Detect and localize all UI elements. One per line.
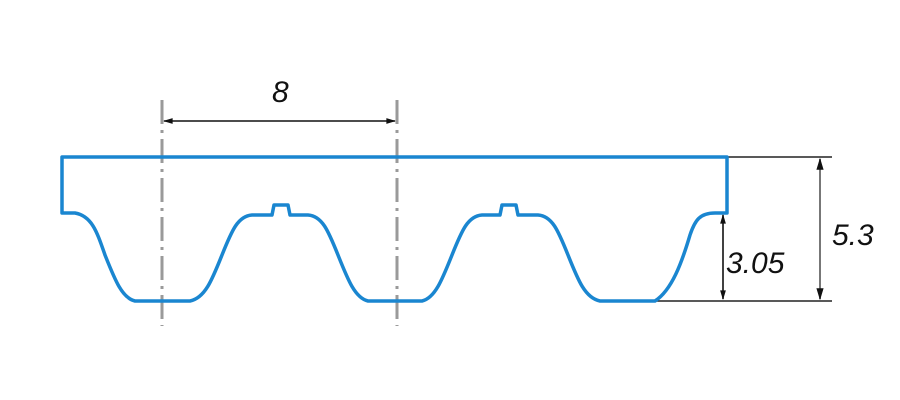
belt-profile-outline xyxy=(60,155,729,303)
tooth-height-dimension-label: 3.05 xyxy=(726,247,785,280)
total-height-dimension-label: 5.3 xyxy=(832,219,874,252)
extension-lines xyxy=(655,156,832,302)
centerlines xyxy=(160,100,399,326)
pitch-dimension-label: 8 xyxy=(272,76,289,109)
